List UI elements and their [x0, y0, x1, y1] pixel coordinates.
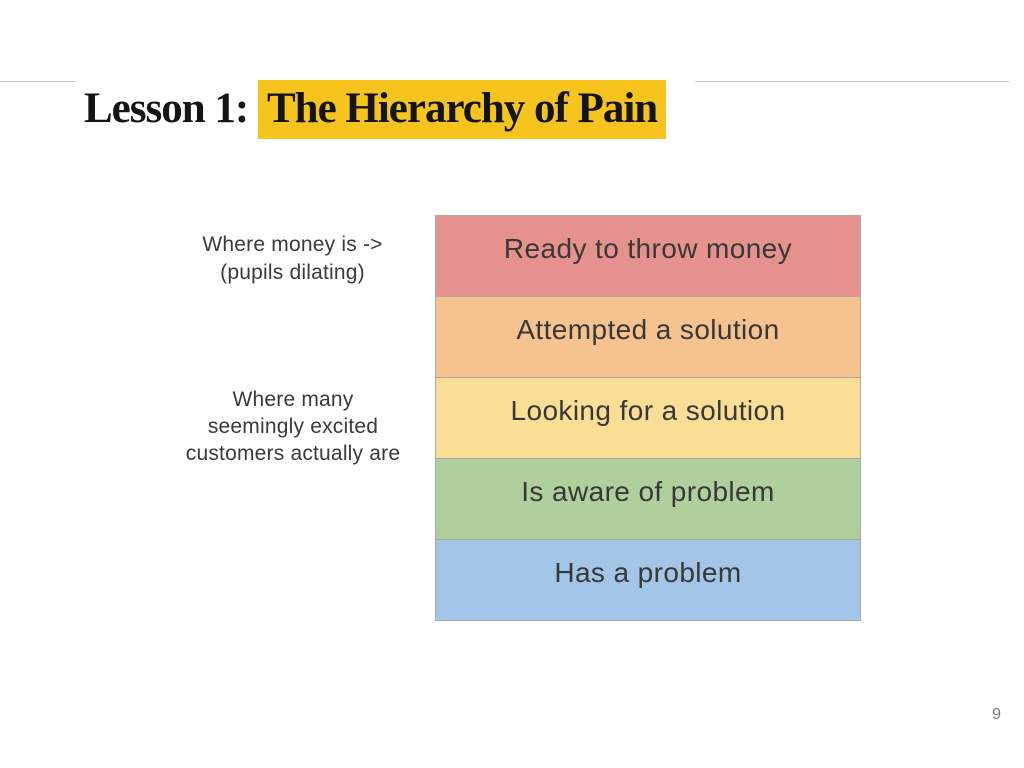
hierarchy-level-is-aware-of-problem: Is aware of problem — [435, 458, 861, 540]
annotation-where-customers-are: Where many seemingly excited customers a… — [148, 386, 438, 467]
slide-title: Lesson 1: The Hierarchy of Pain — [84, 79, 667, 139]
title-highlight: The Hierarchy of Pain — [257, 79, 667, 139]
hierarchy-level-looking-for-a-solution: Looking for a solution — [435, 377, 861, 459]
annotation-line: seemingly excited — [207, 415, 379, 438]
hierarchy-level-attempted-a-solution: Attempted a solution — [435, 296, 861, 378]
hierarchy-level-label: Looking for a solution — [510, 395, 786, 426]
hierarchy-stack: Ready to throw money Attempted a solutio… — [435, 215, 861, 621]
annotation-line: (pupils dilating) — [220, 261, 365, 284]
title-rule-right — [695, 81, 1010, 82]
hierarchy-level-label: Is aware of problem — [521, 476, 775, 507]
annotation-where-money-is: Where money is -> (pupils dilating) — [150, 231, 435, 287]
hierarchy-level-label: Has a problem — [554, 557, 742, 588]
title-rule-left — [0, 81, 76, 82]
page-number: 9 — [992, 706, 1001, 723]
annotation-line: customers actually are — [185, 442, 401, 465]
annotation-line: Where money is -> — [202, 233, 383, 256]
hierarchy-level-ready-to-throw-money: Ready to throw money — [435, 215, 861, 297]
hierarchy-level-label: Ready to throw money — [503, 233, 793, 264]
hierarchy-level-label: Attempted a solution — [516, 314, 780, 345]
hierarchy-level-has-a-problem: Has a problem — [435, 539, 861, 621]
title-prefix: Lesson 1: — [84, 84, 258, 132]
annotation-line: Where many — [232, 388, 354, 411]
